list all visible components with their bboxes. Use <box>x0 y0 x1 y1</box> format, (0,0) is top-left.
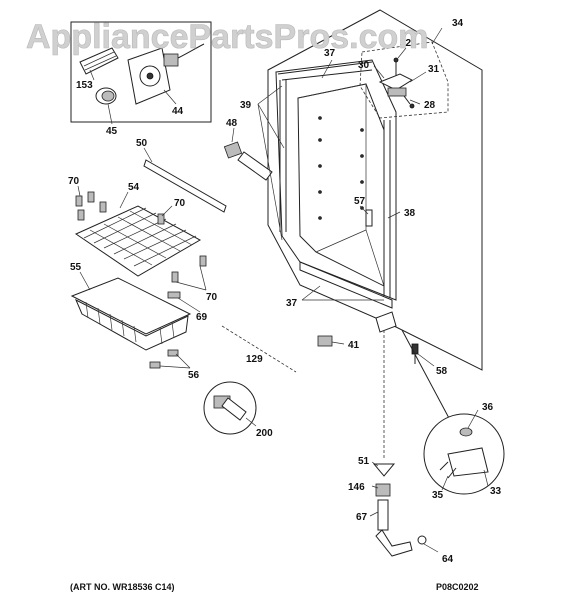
knob-part <box>95 87 117 105</box>
louver-part <box>79 47 119 75</box>
label-45: 45 <box>106 126 118 137</box>
cabinet <box>267 9 483 371</box>
label-34: 34 <box>452 18 464 29</box>
watermark: AppliancePartsPros.com <box>26 18 428 56</box>
wire-basket <box>70 277 192 351</box>
label-70: 70 <box>68 176 80 187</box>
label-36: 36 <box>482 402 494 413</box>
label-64: 64 <box>442 554 454 565</box>
label-32: 32 <box>400 38 412 49</box>
label-55: 55 <box>70 262 82 273</box>
label-35: 35 <box>432 490 444 501</box>
fan-housing-part <box>127 43 205 105</box>
label-38: 38 <box>404 208 416 219</box>
shelf-holes <box>318 116 364 220</box>
label-58: 58 <box>436 366 448 377</box>
wire-part <box>221 325 297 373</box>
label-48: 48 <box>226 118 238 129</box>
wire-shelf <box>74 205 202 277</box>
label-41: 41 <box>348 340 360 351</box>
label-50: 50 <box>136 138 148 149</box>
label-31: 31 <box>428 64 440 75</box>
thermostat-detail <box>359 41 449 119</box>
label-39: 39 <box>240 100 252 111</box>
label-54: 54 <box>128 182 140 193</box>
label-200: 200 <box>256 428 273 439</box>
label-153: 153 <box>76 80 93 91</box>
drain-assembly <box>372 330 427 557</box>
hinge-inset <box>401 329 505 495</box>
label-69: 69 <box>196 312 208 323</box>
callout-labels: 34 37 30 32 31 28 153 44 45 39 48 50 70 … <box>68 18 502 565</box>
hinge-bracket-part <box>375 311 397 333</box>
label-37: 37 <box>286 298 298 309</box>
label-56: 56 <box>188 370 200 381</box>
label-37: 37 <box>324 48 336 59</box>
label-146: 146 <box>348 482 365 493</box>
label-33: 33 <box>490 486 502 497</box>
glide-part <box>317 335 333 347</box>
light-socket-part <box>223 141 273 181</box>
drain-fitting-inset <box>203 381 257 435</box>
label-44: 44 <box>172 106 184 117</box>
shelf-supports <box>75 191 207 369</box>
sensor-part <box>365 209 373 227</box>
shelf-rail-part <box>143 159 227 213</box>
leader-lines <box>77 27 489 553</box>
label-57: 57 <box>354 196 366 207</box>
label-67: 67 <box>356 512 368 523</box>
inset-box <box>70 21 212 123</box>
art-number: (ART NO. WR18536 C14) <box>70 582 175 592</box>
label-30: 30 <box>358 60 370 71</box>
label-51: 51 <box>358 456 370 467</box>
label-70: 70 <box>206 292 218 303</box>
label-129: 129 <box>246 354 263 365</box>
label-70: 70 <box>174 198 186 209</box>
diagram-code: P08C0202 <box>436 582 479 592</box>
label-28: 28 <box>424 100 436 111</box>
